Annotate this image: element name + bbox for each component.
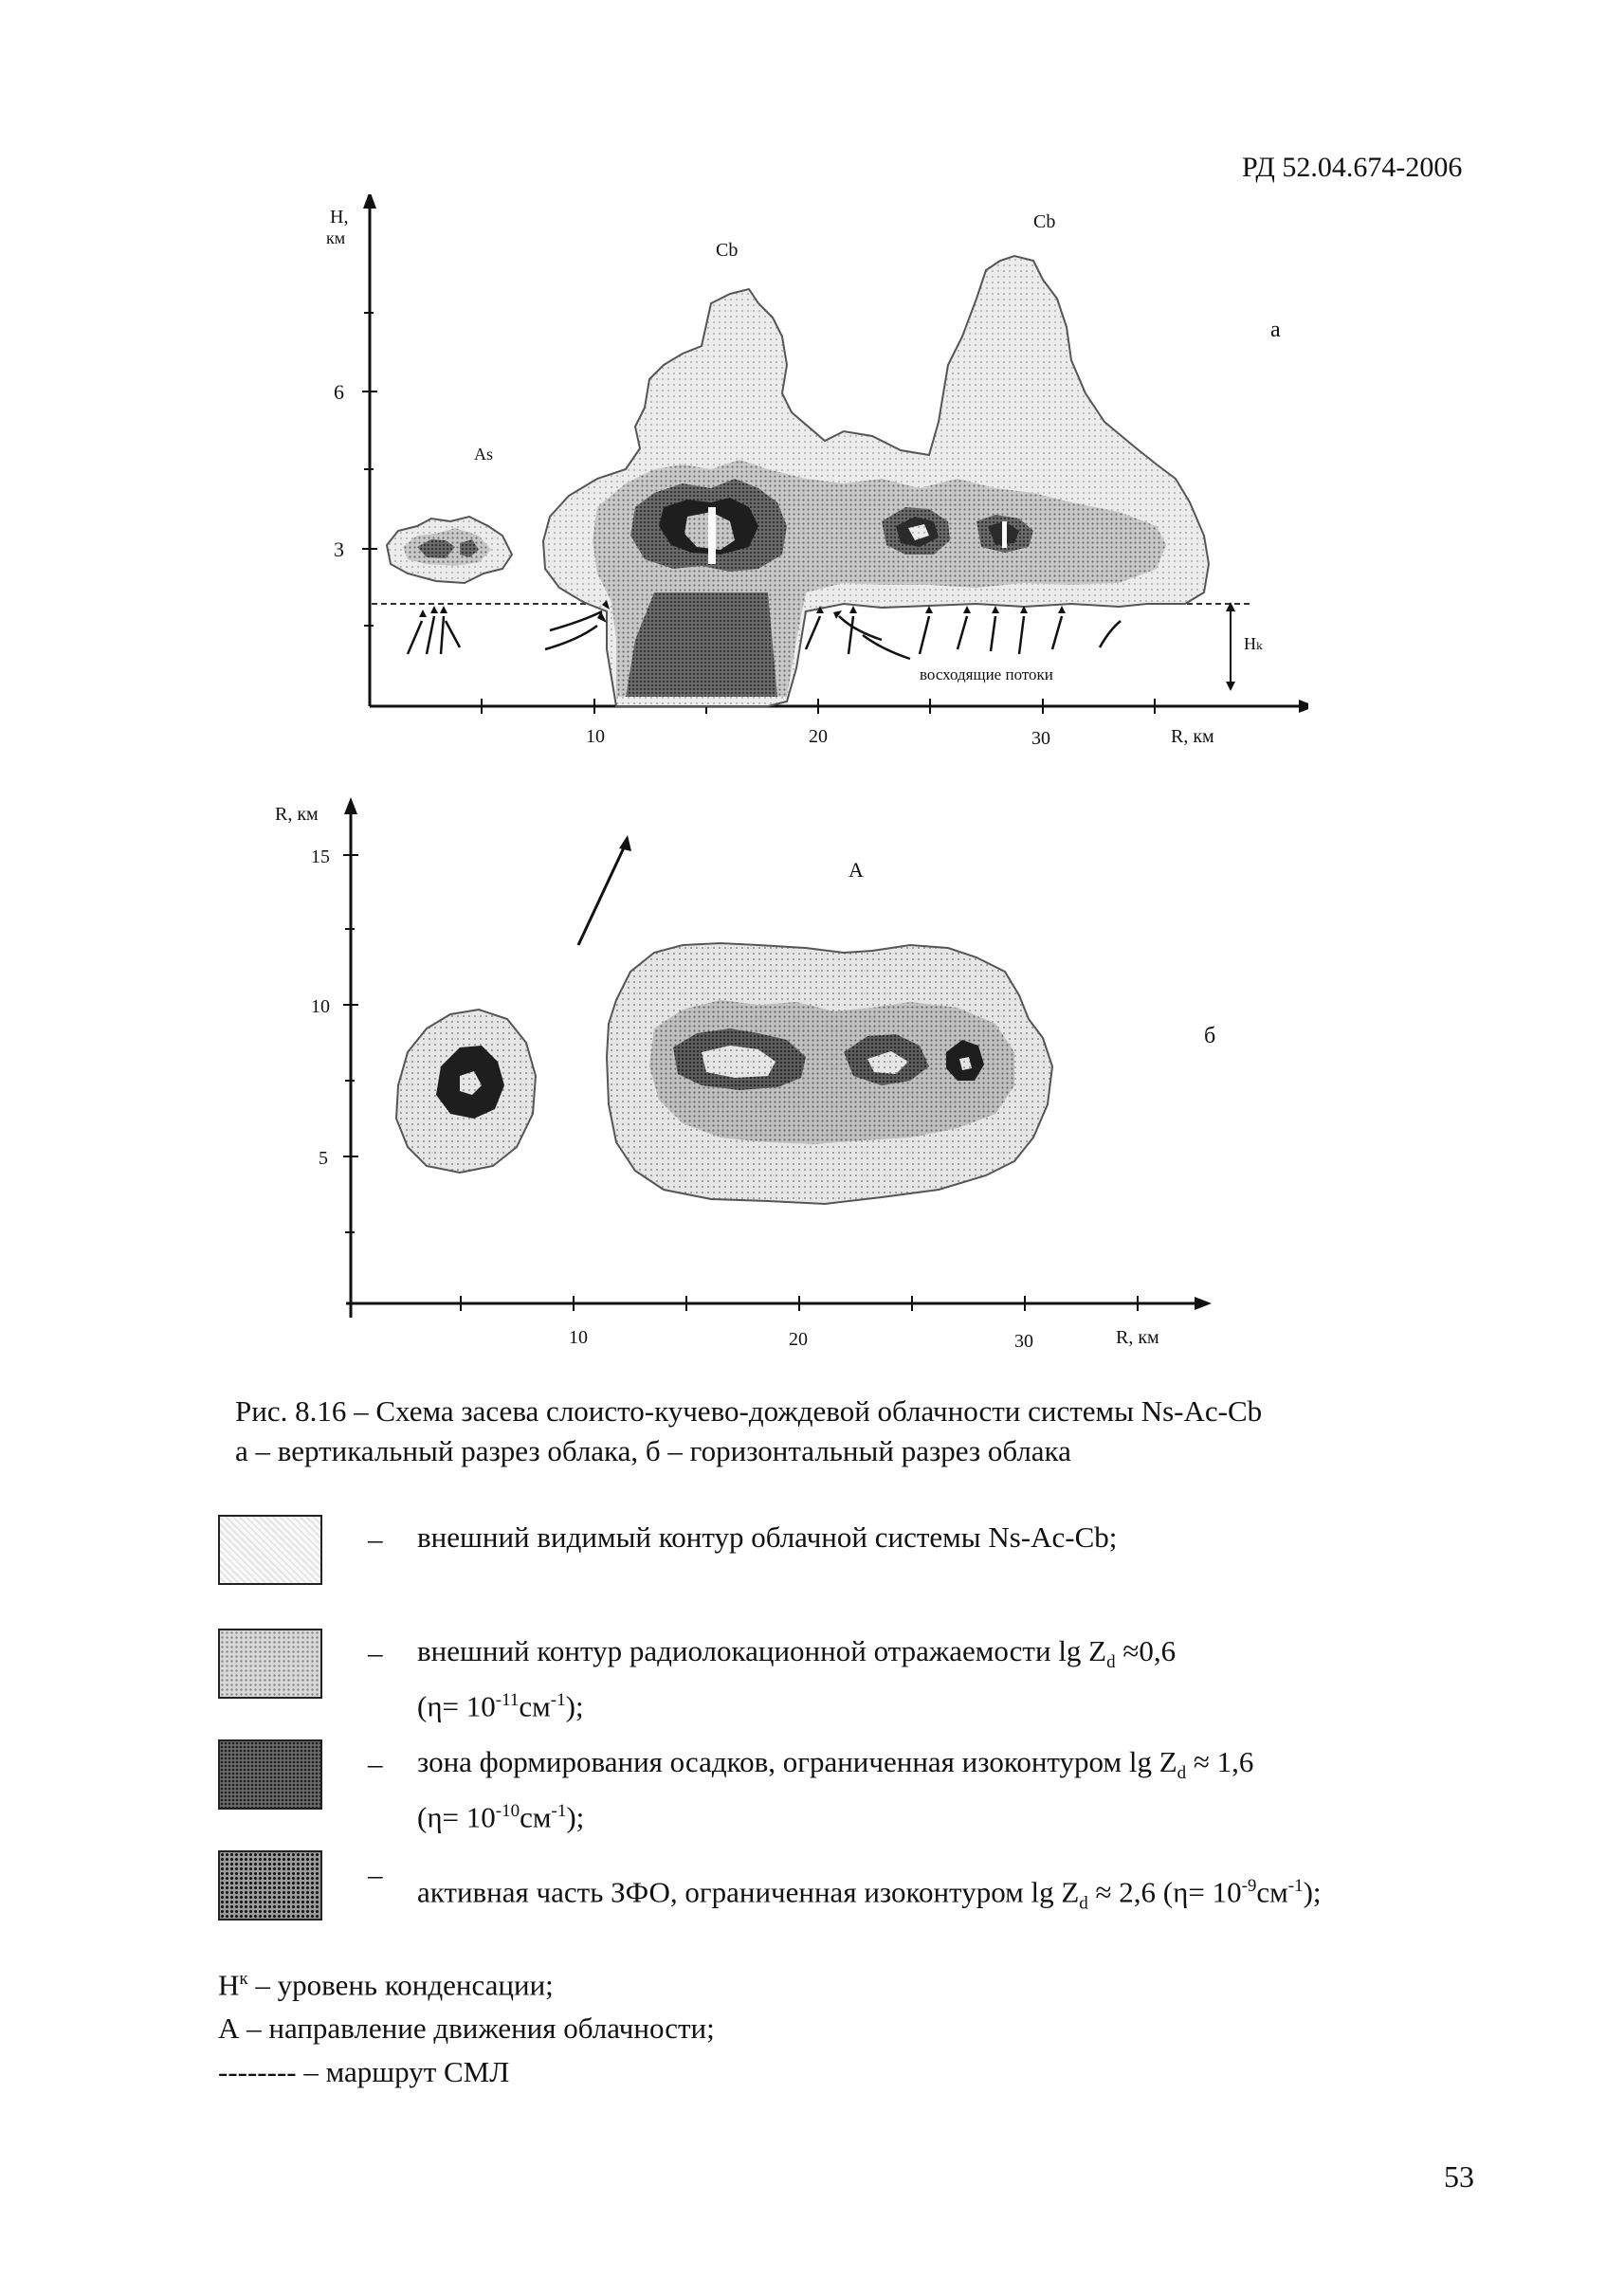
legend-swatch-dark [218,1739,322,1810]
legend-dash: – [368,1522,383,1556]
document-code: РД 52.04.674-2006 [1242,152,1463,183]
caption-line-1: Рис. 8.16 – Схема засева слоисто-кучево-… [235,1394,1263,1428]
figure-caption: Рис. 8.16 – Схема засева слоисто-кучево-… [235,1392,1262,1471]
updraft-flows-label: восходящие потоки [920,665,1053,683]
legend-text: активная часть ЗФО, ограниченная изоконт… [417,1875,1322,1914]
legend-text: внешний контур радиолокационной отражаем… [417,1634,1177,1723]
legend-swatch-light [218,1515,322,1585]
y-tick-label: 3 [334,537,344,561]
cloud-label-as: As [474,445,493,464]
direction-label: А [848,858,864,882]
figure-a-vertical-section: Н, км 6 3 10 20 30 R, км As Cb Cb а Hₖ в… [313,191,1316,763]
y-tick-label: 6 [334,380,344,404]
page-number: 53 [1444,2159,1474,2194]
x-tick-label: 20 [789,1329,808,1350]
x-tick-label: 30 [1031,728,1050,749]
legend-swatch-medium [218,1629,322,1699]
legend-dash: – [368,1636,383,1669]
figure-b-horizontal-section: R, км 15 10 5 10 20 30 R, км А б [256,792,1223,1360]
panel-letter-b: б [1204,1024,1215,1048]
x-tick-label: 30 [1014,1331,1033,1352]
cloud-label-cb: Cb [716,240,738,261]
y-tick-label: 10 [311,996,330,1017]
panel-letter-a: а [1270,318,1281,342]
legend-dash: – [368,1858,383,1891]
y-tick-label: 15 [311,847,330,867]
legend-swatch-darkest [218,1850,322,1921]
x-tick-label: 20 [809,726,828,747]
note-condensation-level: Нк – уровень конденсации; [218,1968,554,2002]
x-axis-label: R, км [1116,1327,1159,1348]
cloud-label-cb: Cb [1033,211,1055,232]
x-tick-label: 10 [569,1327,588,1348]
legend-text: зона формирования осадков, ограниченная … [417,1745,1254,1834]
y-axis-label: R, км [275,804,319,825]
legend-dash: – [368,1747,383,1780]
x-tick-label: 10 [586,726,605,747]
note-route: -------- – маршрут СМЛ [218,2055,510,2089]
x-axis-label: R, км [1171,726,1214,747]
legend-text: внешний видимый контур облачной системы … [417,1520,1118,1554]
y-axis-label-1: Н, [330,207,348,228]
note-direction: А – направление движения облачности; [218,2012,715,2046]
notes: Нк – уровень конденсации; А – направлени… [218,1957,715,2094]
y-tick-label: 5 [319,1148,328,1169]
caption-line-2: а – вертикальный разрез облака, б – гори… [235,1434,1071,1467]
y-axis-label-2: км [326,228,345,247]
condensation-level-label: Hₖ [1244,634,1263,653]
